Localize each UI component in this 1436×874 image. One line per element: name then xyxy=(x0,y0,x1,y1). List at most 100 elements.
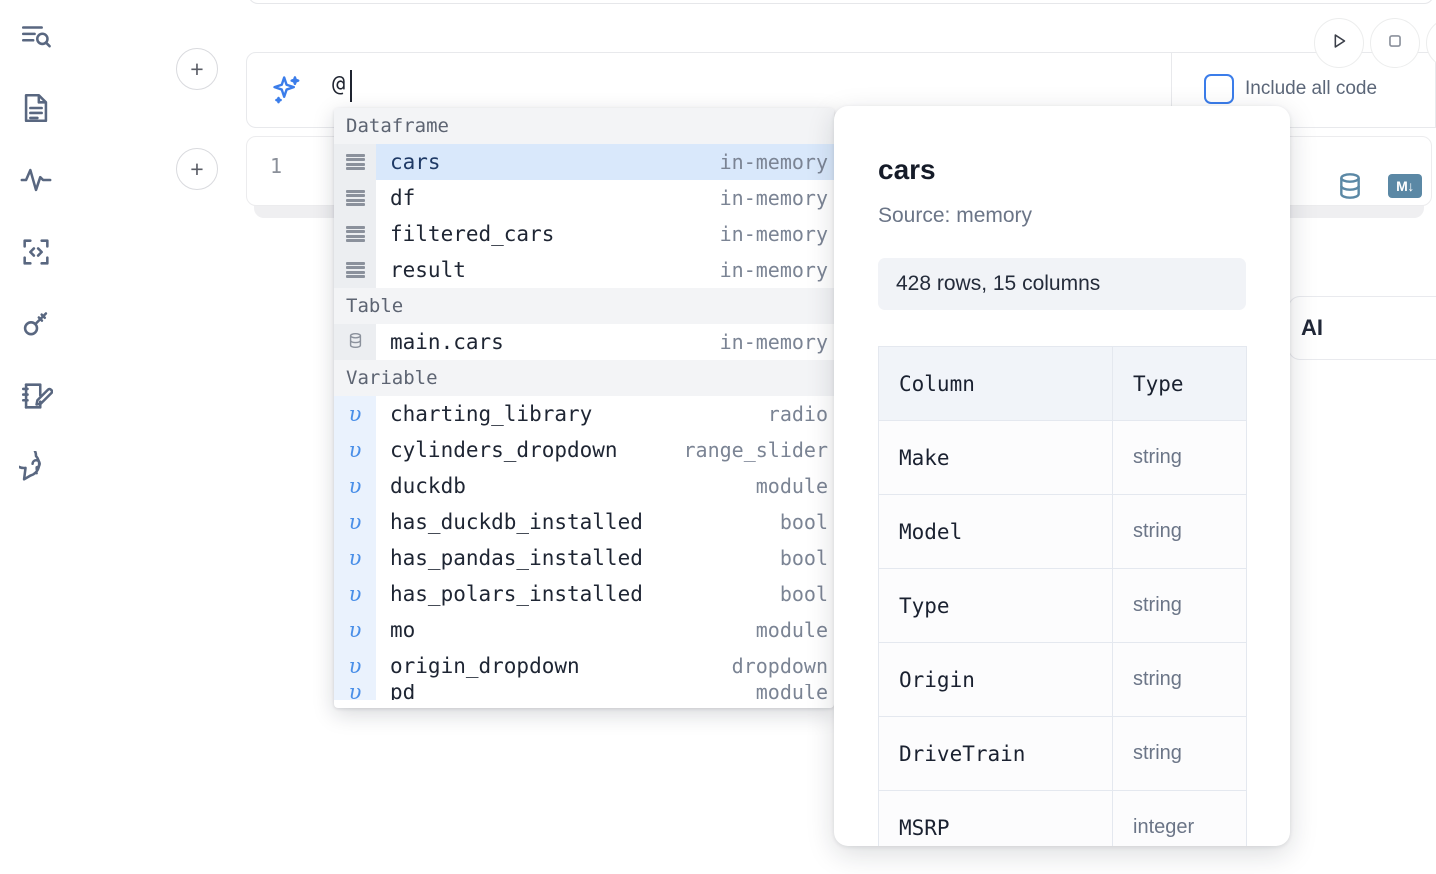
table-column-header: Column xyxy=(878,346,1113,421)
dataframe-icon xyxy=(345,153,365,171)
sidebar-item-help[interactable] xyxy=(14,446,58,490)
dataframe-icon xyxy=(345,261,365,279)
sidebar-item-activity[interactable] xyxy=(14,158,58,202)
autocomplete-item-name: duckdb xyxy=(390,474,466,498)
autocomplete-group-header: Dataframe xyxy=(334,108,834,144)
ai-action-chip-label: AI xyxy=(1301,315,1323,340)
sidebar-item-scratchpad[interactable] xyxy=(14,374,58,418)
explore-search-icon xyxy=(19,19,53,53)
docs-title: cars xyxy=(878,154,936,185)
autocomplete-item-type: bool xyxy=(779,546,828,570)
autocomplete-item-type: bool xyxy=(779,510,828,534)
text-caret xyxy=(350,70,352,102)
previous-cell-edge xyxy=(248,0,1434,4)
column-type-cell: string xyxy=(1112,568,1247,643)
sidebar-rail xyxy=(0,0,72,874)
column-type-cell: string xyxy=(1112,716,1247,791)
autocomplete-item-name: cylinders_dropdown xyxy=(390,438,618,462)
autocomplete-item-name: main.cars xyxy=(390,330,504,354)
play-icon xyxy=(1328,30,1350,57)
column-type-cell: integer xyxy=(1112,790,1247,846)
scratchpad-edit-icon xyxy=(19,379,53,413)
autocomplete-item-type: module xyxy=(755,618,828,642)
autocomplete-item-type: in-memory xyxy=(719,222,828,246)
variable-icon: υ xyxy=(334,396,376,432)
autocomplete-item-name: has_pandas_installed xyxy=(390,546,643,570)
run-button[interactable] xyxy=(1314,18,1364,68)
autocomplete-item[interactable]: υ cylinders_dropdown range_slider xyxy=(334,432,834,468)
column-type-cell: string xyxy=(1112,494,1247,569)
document-icon xyxy=(19,91,53,125)
markdown-badge[interactable]: M↓ xyxy=(1388,174,1422,198)
table-database-icon xyxy=(346,331,365,354)
plus-icon: + xyxy=(190,155,204,182)
stop-button[interactable] xyxy=(1370,18,1420,68)
activity-icon xyxy=(19,163,53,197)
autocomplete-item-type: bool xyxy=(779,582,828,606)
column-type-cell: string xyxy=(1112,420,1247,495)
autocomplete-item-name: mo xyxy=(390,618,416,642)
sidebar-item-snippets[interactable] xyxy=(14,230,58,274)
column-name-cell: Model xyxy=(878,494,1113,569)
autocomplete-item-name: filtered_cars xyxy=(390,222,555,246)
autocomplete-group-header: Variable xyxy=(334,360,834,396)
variable-icon: υ xyxy=(334,468,376,504)
dataframe-icon xyxy=(345,225,365,243)
autocomplete-item-name: pd xyxy=(390,684,416,700)
variable-icon: υ xyxy=(334,432,376,468)
variable-icon: υ xyxy=(334,576,376,612)
column-name-cell: Origin xyxy=(878,642,1113,717)
autocomplete-item[interactable]: υ has_polars_installed bool xyxy=(334,576,834,612)
column-name-cell: Type xyxy=(878,568,1113,643)
autocomplete-item-name: has_duckdb_installed xyxy=(390,510,643,534)
ai-prompt-input[interactable]: @ xyxy=(332,72,345,97)
autocomplete-item-name: charting_library xyxy=(390,402,593,426)
autocomplete-group-header: Table xyxy=(334,288,834,324)
column-name-cell: Make xyxy=(878,420,1113,495)
autocomplete-item[interactable]: main.cars in-memory xyxy=(334,324,834,360)
sidebar-item-secrets[interactable] xyxy=(14,302,58,346)
documentation-panel: cars Source: memory 428 rows, 15 columns… xyxy=(834,106,1290,846)
sidebar-item-explore[interactable] xyxy=(14,14,58,58)
docs-shape-badge: 428 rows, 15 columns xyxy=(878,258,1246,310)
variable-icon: υ xyxy=(334,612,376,648)
code-snippet-icon xyxy=(19,235,53,269)
include-all-code-control[interactable]: Include all code xyxy=(1204,74,1377,104)
autocomplete-item-type: in-memory xyxy=(719,150,828,174)
autocomplete-item-name: has_polars_installed xyxy=(390,582,643,606)
autocomplete-item-type: range_slider xyxy=(683,438,829,462)
autocomplete-item-type: in-memory xyxy=(719,330,828,354)
database-icon[interactable] xyxy=(1334,170,1366,207)
sidebar-item-notebook[interactable] xyxy=(14,86,58,130)
column-name-cell: DriveTrain xyxy=(878,716,1113,791)
autocomplete-item-name: result xyxy=(390,258,466,282)
autocomplete-item-type: in-memory xyxy=(719,186,828,210)
stop-square-icon xyxy=(1384,30,1406,57)
variable-icon: υ xyxy=(334,684,376,700)
add-cell-button-bottom[interactable]: + xyxy=(176,148,218,190)
add-cell-button-top[interactable]: + xyxy=(176,48,218,90)
autocomplete-item[interactable]: filtered_cars in-memory xyxy=(334,216,834,252)
help-chat-icon xyxy=(19,451,53,485)
column-type-cell: string xyxy=(1112,642,1247,717)
ai-action-chip[interactable]: AI xyxy=(1288,296,1436,360)
include-all-code-checkbox[interactable] xyxy=(1204,74,1234,104)
